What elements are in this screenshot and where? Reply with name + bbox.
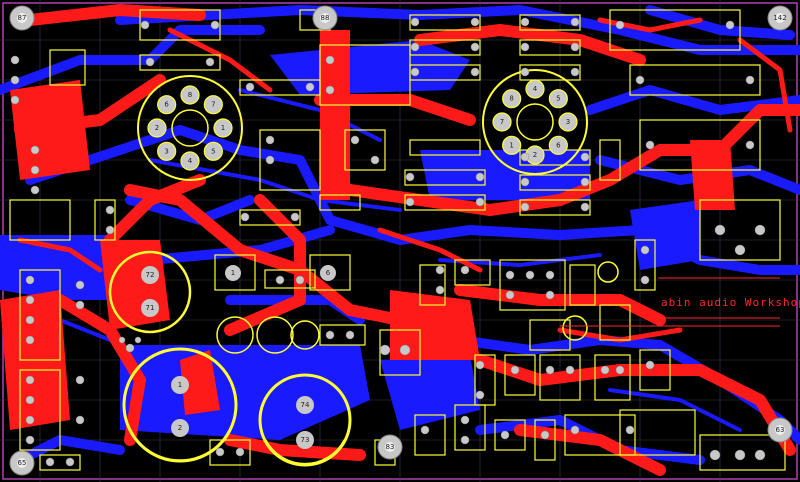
cap-c72-label: 72 <box>146 271 155 279</box>
mount-hole-label-83: 83 <box>386 443 395 451</box>
tube-right-pin-2 <box>548 89 568 109</box>
tube-left-pin-3 <box>213 118 233 138</box>
tube-right-pin-3 <box>558 112 578 132</box>
tube-right-pin-label-7: 7 <box>500 118 504 126</box>
tube-right-pin-label-4: 6 <box>556 141 561 149</box>
cap-c74-label: 74 <box>301 401 310 409</box>
mount-hole-label-87: 87 <box>18 14 27 22</box>
cap-c72-outline: 72 71 <box>108 250 192 334</box>
tube-left-pin-label-6: 3 <box>164 147 168 155</box>
tube-left-pin-1 <box>180 85 200 105</box>
tube-right-pin-label-6: 1 <box>509 141 513 149</box>
mount-hole-drill-63 <box>775 425 785 435</box>
regulator-pads: 1 6 <box>225 265 336 281</box>
mount-hole-drill-65 <box>17 458 27 468</box>
tube-right-pin-label-8: 8 <box>509 95 513 103</box>
tube-left-pin-label-1: 8 <box>188 91 192 99</box>
tube-left-pin-8 <box>157 95 177 115</box>
tube-right-pin-label-5: 2 <box>533 151 537 159</box>
tube-right-pin-6 <box>502 135 522 155</box>
tube-socket-left: 8 7 1 5 4 3 2 6 <box>137 75 243 181</box>
cap-c1-outline: 1 2 <box>122 347 238 463</box>
mount-hole-label-65: 65 <box>18 459 27 467</box>
tube-left-pin-4 <box>203 141 223 161</box>
tube-right-pin-4 <box>548 135 568 155</box>
tube-right-pin-label-2: 5 <box>556 95 560 103</box>
component-pads <box>10 17 766 467</box>
silkscreen-layer <box>9 9 786 471</box>
tube-right-pin-label-1: 4 <box>533 85 538 93</box>
tube-left-pin-label-8: 6 <box>164 101 169 109</box>
tube-right-pin-7 <box>492 112 512 132</box>
cap-c71-label: 71 <box>146 304 155 312</box>
cap-c1-label: 1 <box>178 381 182 389</box>
tube-left-pin-5 <box>180 151 200 171</box>
tube-left-pin-label-7: 2 <box>155 124 159 132</box>
mount-hole-label-88: 88 <box>321 14 330 22</box>
pad-1-label: 1 <box>231 269 235 277</box>
tube-left-pin-label-3: 1 <box>221 124 225 132</box>
tube-left-pin-6 <box>157 141 177 161</box>
cap-c74-outline: 74 73 <box>258 373 352 467</box>
cap-c2-label: 2 <box>178 424 182 432</box>
mount-hole-drill-87 <box>17 13 27 23</box>
tube-right-pin-1 <box>525 79 545 99</box>
mount-hole-drill-88 <box>320 13 330 23</box>
cap-c73-label: 73 <box>301 436 310 444</box>
tube-left-pin-label-4: 5 <box>211 147 215 155</box>
tube-right-pin-8 <box>502 89 522 109</box>
mount-hole-label-63: 63 <box>776 426 785 434</box>
small-caps <box>216 261 619 354</box>
mount-hole-label-142: 142 <box>773 14 786 22</box>
pad-6-label: 6 <box>326 269 331 277</box>
brand-text: abin audio Workshop <box>661 296 800 309</box>
mount-hole-drill-83 <box>385 442 395 452</box>
tube-left-pin-label-2: 7 <box>211 101 215 109</box>
tube-socket-right: 4 5 3 6 2 1 7 8 <box>482 69 588 175</box>
tube-left-pin-label-5: 4 <box>188 157 193 165</box>
brand-area: abin audio Workshop <box>560 277 800 327</box>
tube-right-pin-label-3: 3 <box>566 118 570 126</box>
tube-left-pin-2 <box>203 95 223 115</box>
mount-hole-drill-142 <box>775 13 785 23</box>
tube-left-pin-7 <box>147 118 167 138</box>
